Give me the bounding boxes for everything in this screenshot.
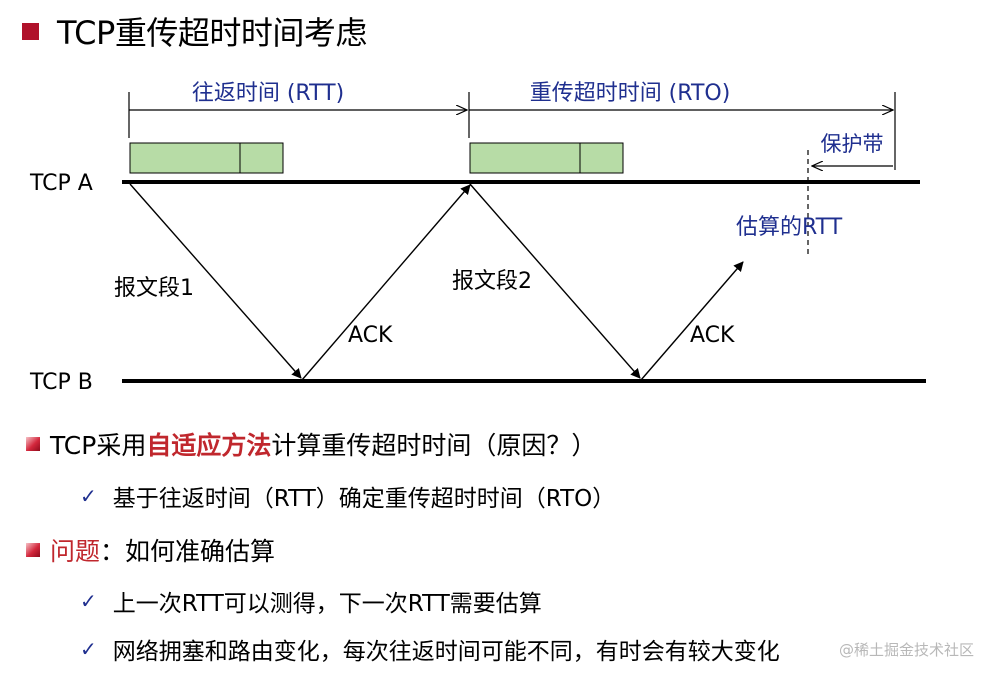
segment2-arrow bbox=[469, 183, 641, 379]
estimated-rtt-label: 估算的RTT bbox=[736, 215, 843, 240]
segment1-block-b bbox=[239, 142, 284, 174]
segment1-arrow bbox=[129, 183, 302, 379]
rto-label: 重传超时时间 (RTO) bbox=[530, 81, 731, 106]
segment1-block-a bbox=[129, 142, 241, 174]
ack1-label: ACK bbox=[348, 323, 393, 348]
segment1-label: 报文段1 bbox=[114, 276, 194, 301]
guard-band-label: 保护带 bbox=[821, 132, 884, 156]
ack2-label: ACK bbox=[690, 323, 735, 348]
segment2-block-a bbox=[469, 142, 581, 174]
segment2-label: 报文段2 bbox=[452, 269, 532, 294]
tcp-a-label: TCP A bbox=[29, 171, 93, 196]
watermark: @稀土掘金技术社区 bbox=[838, 641, 974, 659]
ack1-arrow bbox=[301, 184, 471, 381]
rtt-label: 往返时间 (RTT) bbox=[192, 81, 344, 106]
tcp-b-label: TCP B bbox=[29, 370, 93, 395]
slide-title: TCP重传超时时间考虑 bbox=[22, 8, 367, 54]
red-square-icon bbox=[22, 22, 39, 40]
title-text: TCP重传超时时间考虑 bbox=[57, 14, 367, 52]
ack2-arrow bbox=[640, 261, 744, 381]
segment2-block-b bbox=[579, 142, 624, 174]
